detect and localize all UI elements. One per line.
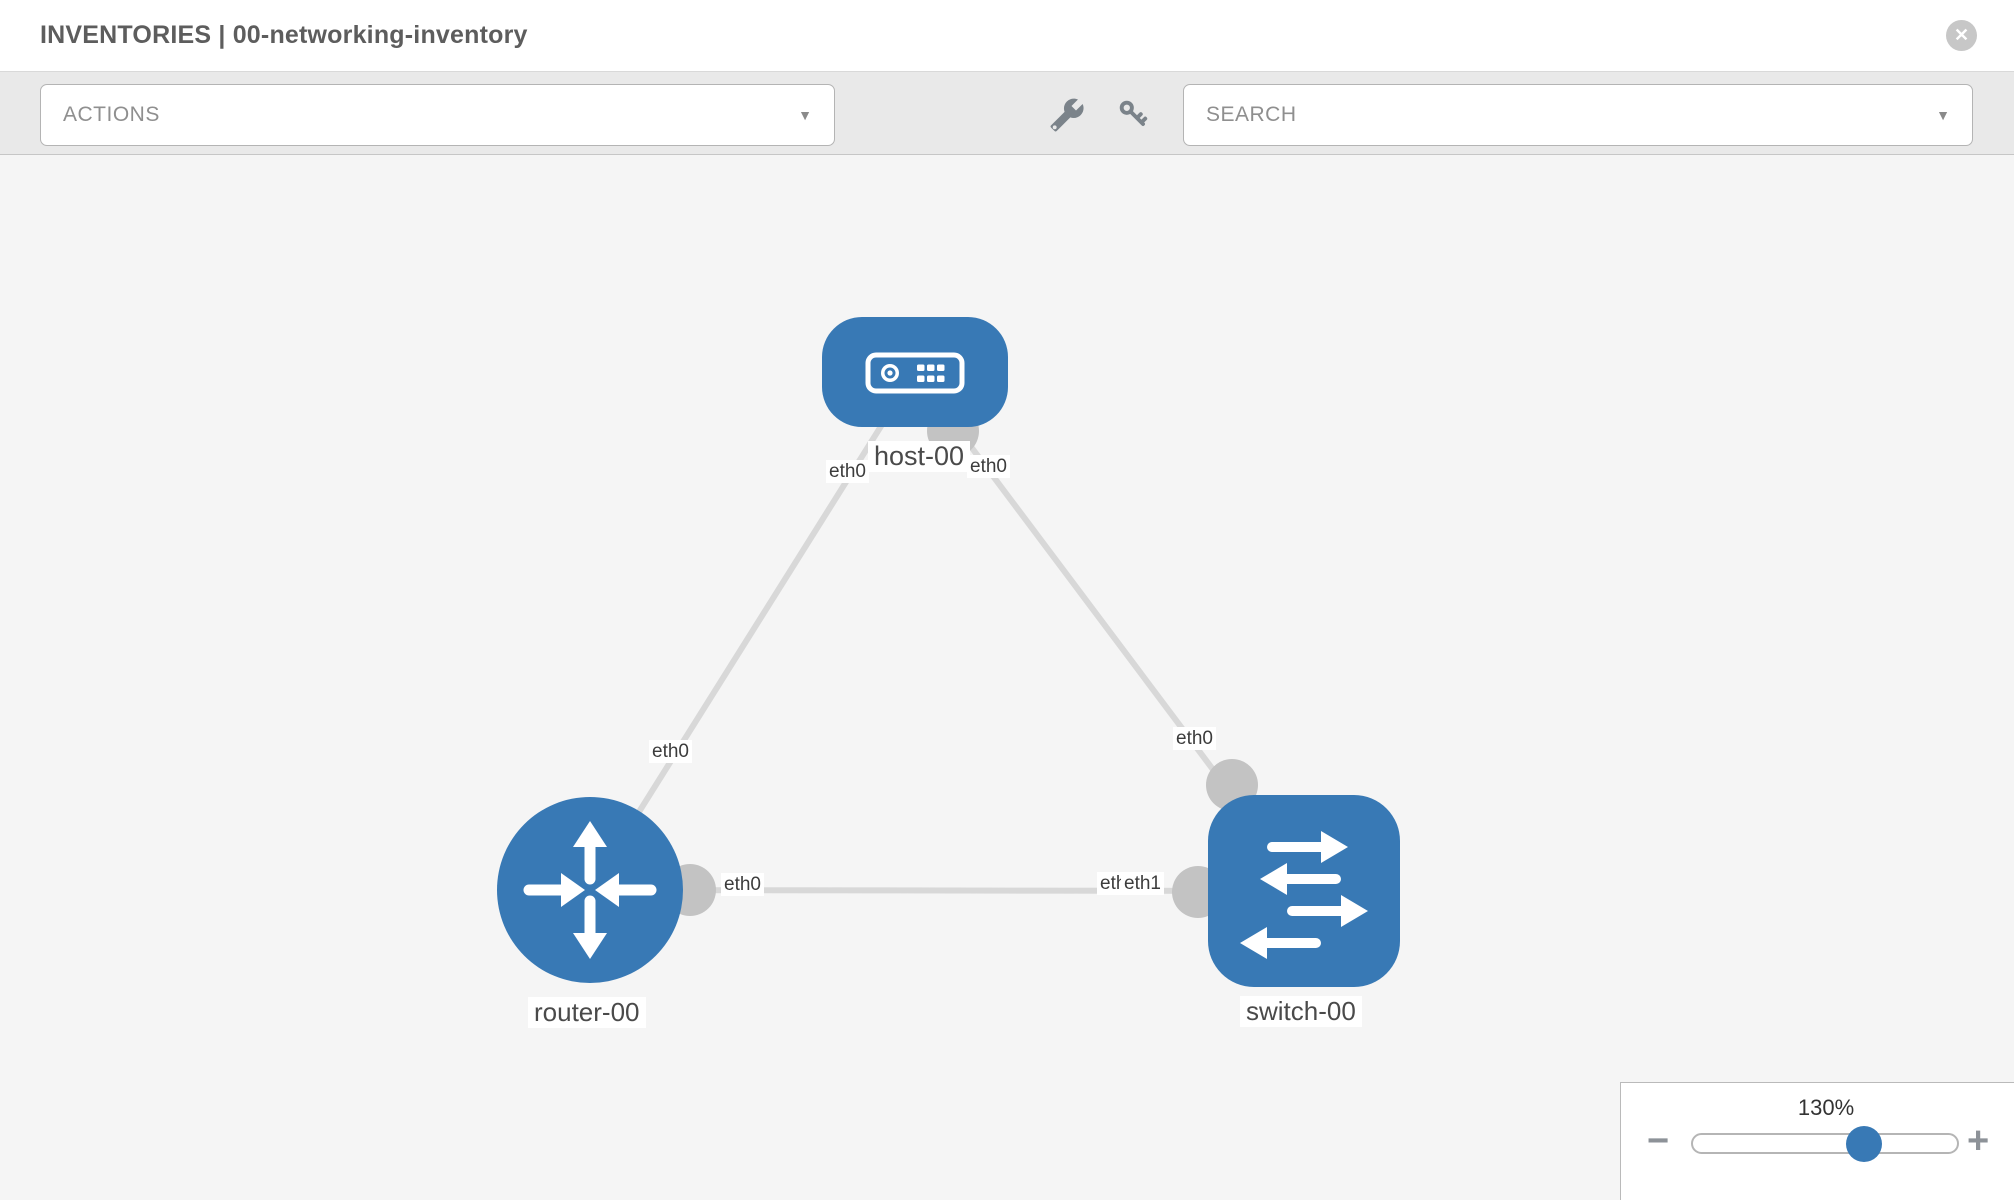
chevron-down-icon: ▼ <box>798 107 812 123</box>
zoom-slider-handle[interactable] <box>1846 1126 1882 1162</box>
toolbar: ACTIONS ▼ SEARCH ▼ <box>0 72 2014 155</box>
switch-icon <box>1240 831 1368 959</box>
close-icon[interactable]: ✕ <box>1946 20 1977 51</box>
node-host[interactable] <box>822 317 1008 427</box>
interface-label-link-eth0: eth0 <box>721 873 764 896</box>
node-label-switch: switch-00 <box>1240 996 1362 1027</box>
interface-label-host-eth0-right: eth0 <box>967 455 1010 478</box>
interface-label-switch-eth0-top: eth0 <box>1173 727 1216 750</box>
node-label-host: host-00 <box>868 441 971 472</box>
link-host-router[interactable] <box>587 370 918 892</box>
interface-label-host-eth0-left: eth0 <box>826 460 869 483</box>
zoom-out-button[interactable]: − <box>1647 1120 1670 1162</box>
zoom-slider-track[interactable] <box>1691 1133 1959 1154</box>
interface-label-link-eth1: eth1 <box>1121 872 1164 895</box>
node-switch[interactable] <box>1208 795 1400 987</box>
topology-canvas[interactable]: eth0 host-00 eth0 eth0 eth0 eth0 eth0 et… <box>0 155 2014 1200</box>
search-dropdown[interactable]: SEARCH ▼ <box>1183 84 1973 146</box>
zoom-in-button[interactable]: + <box>1967 1120 1990 1162</box>
topology-graph <box>497 317 1400 987</box>
host-device-icon <box>865 352 965 394</box>
interface-label-router-eth0-top: eth0 <box>649 740 692 763</box>
key-icon[interactable] <box>1116 97 1152 133</box>
node-label-router: router-00 <box>528 997 646 1028</box>
zoom-panel: 130% − + <box>1620 1082 2014 1200</box>
actions-dropdown-label: ACTIONS <box>63 103 160 126</box>
search-dropdown-label: SEARCH <box>1206 103 1297 126</box>
actions-dropdown[interactable]: ACTIONS ▼ <box>40 84 835 146</box>
router-icon <box>523 821 657 959</box>
chevron-down-icon: ▼ <box>1936 107 1950 123</box>
page-title: INVENTORIES | 00-networking-inventory <box>40 21 528 49</box>
wrench-icon[interactable] <box>1049 97 1085 133</box>
title-bar: INVENTORIES | 00-networking-inventory ✕ <box>0 0 2014 72</box>
node-router[interactable] <box>497 797 683 983</box>
zoom-level-value: 130% <box>1797 1095 1855 1120</box>
